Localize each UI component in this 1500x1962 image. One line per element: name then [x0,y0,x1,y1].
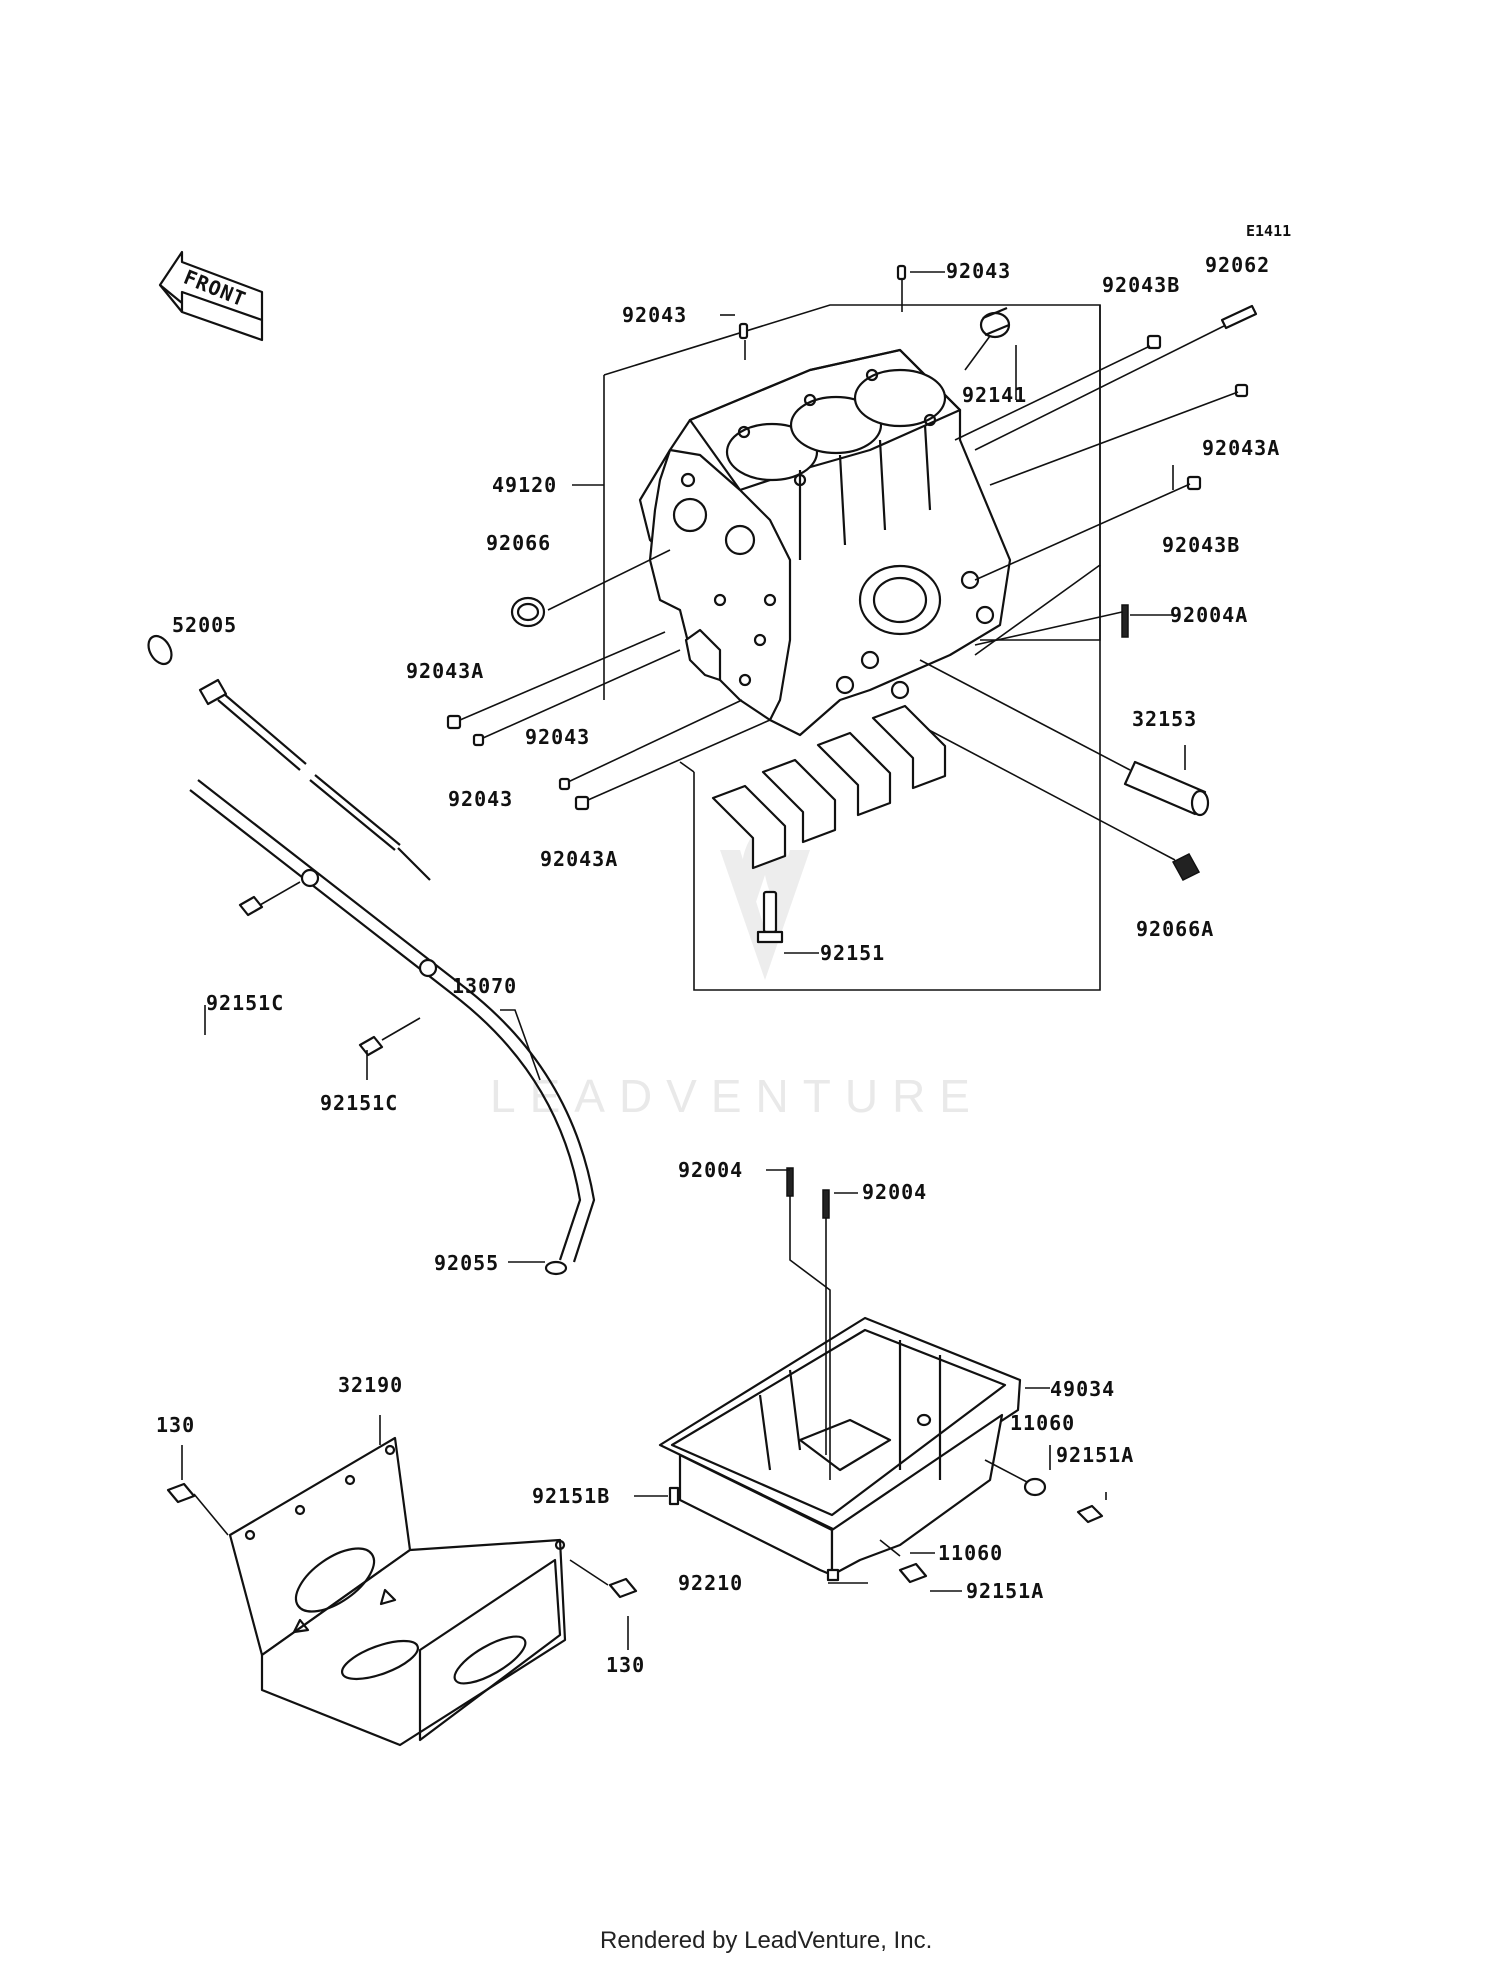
callout-92043a-right: 92043A [1202,436,1280,460]
oil-seals [510,306,1201,881]
callout-92043b-top: 92043B [1102,273,1180,297]
front-direction-arrow: FRONT [158,250,264,342]
callout-92151b: 92151B [532,1484,610,1508]
callout-32190: 32190 [338,1373,403,1397]
callout-92043-left: 92043 [622,303,687,327]
callout-13070: 13070 [452,974,517,998]
callout-49034: 49034 [1050,1377,1115,1401]
callout-92043a-low: 92043A [540,847,618,871]
callout-92210: 92210 [678,1571,743,1595]
callout-49120: 49120 [492,473,557,497]
callout-92062: 92062 [1205,253,1270,277]
callout-92004-2: 92004 [862,1180,927,1204]
guide-bolts [238,881,421,1057]
dipstick-guide-13070 [189,779,596,1276]
dowel-pins [446,264,1258,811]
diagram-code: E1411 [1246,222,1291,240]
dipstick-52005 [147,634,431,881]
callout-11060-2: 11060 [938,1541,1003,1565]
callout-130-2: 130 [606,1653,645,1677]
cylinder-block-group [603,304,1101,991]
callout-leaders [181,271,1186,1650]
pipe-32153 [919,659,1210,817]
oil-pan-49034 [658,1167,1104,1584]
callout-92151a-1: 92151A [1056,1443,1134,1467]
callout-92043-mid: 92043 [525,725,590,749]
callout-92066a: 92066A [1136,917,1214,941]
main-bearing-caps [711,704,947,944]
callout-92141: 92141 [962,383,1027,407]
callout-92004a: 92004A [1170,603,1248,627]
skid-plate-32190 [228,1436,567,1747]
callout-92151c-2: 92151C [320,1091,398,1115]
callout-11060-1: 11060 [1010,1411,1075,1435]
callout-92004-1: 92004 [678,1158,743,1182]
callout-92055: 92055 [434,1251,499,1275]
callout-92043b-right: 92043B [1162,533,1240,557]
callout-92043-low: 92043 [448,787,513,811]
callout-52005: 52005 [172,613,237,637]
callout-130-1: 130 [156,1413,195,1437]
callout-92151: 92151 [820,941,885,965]
front-plate [648,448,792,722]
callout-labels: 92043 92043 92043B 92062 92141 92043A 49… [156,253,1280,1677]
callout-92151a-2: 92151A [966,1579,1044,1603]
callout-92043a-left: 92043A [406,659,484,683]
footer-credit: Rendered by LeadVenture, Inc. [600,1927,932,1954]
skid-plate-bolts [166,1482,638,1599]
callout-92151c-1: 92151C [206,991,284,1015]
callout-92043-top: 92043 [946,259,1011,283]
callout-92066: 92066 [486,531,551,555]
callout-32153: 32153 [1132,707,1197,731]
watermark-text: LEADVENTURE [490,1070,984,1122]
